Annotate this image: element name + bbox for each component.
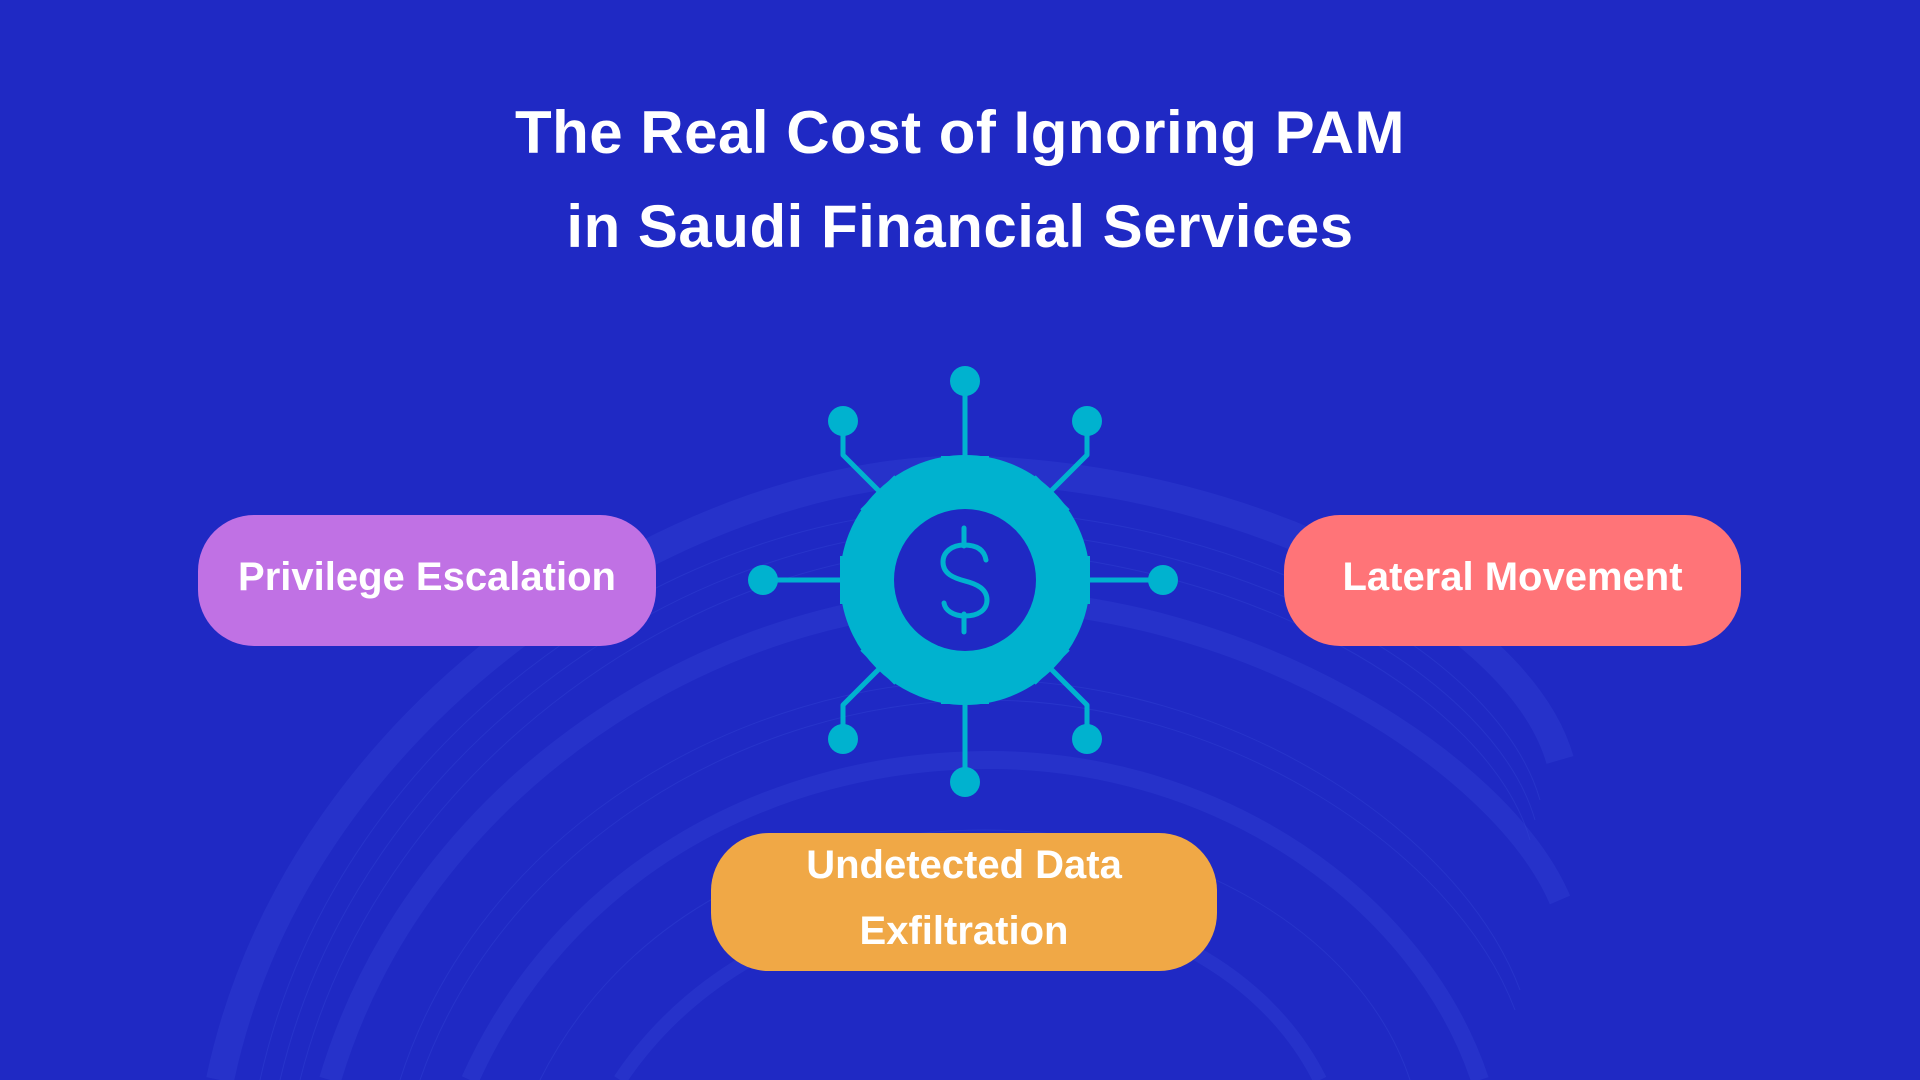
undetected-data-exfiltration-pill: Undetected Data Exfiltration: [711, 833, 1217, 971]
title-line-2: in Saudi Financial Services: [566, 193, 1354, 260]
pill-label: Lateral Movement: [1342, 554, 1683, 599]
page-title: The Real Cost of Ignoring PAM in Saudi F…: [0, 86, 1920, 274]
title-line-1: The Real Cost of Ignoring PAM: [514, 99, 1406, 166]
privilege-escalation-pill: Privilege Escalation: [198, 515, 656, 646]
pill-label-line-1: Undetected Data: [806, 843, 1122, 887]
gear-dollar-network-icon: [748, 366, 1178, 797]
pill-label-line-2: Exfiltration: [859, 909, 1069, 953]
pill-label: Privilege Escalation: [238, 554, 616, 599]
lateral-movement-pill: Lateral Movement: [1284, 515, 1741, 646]
